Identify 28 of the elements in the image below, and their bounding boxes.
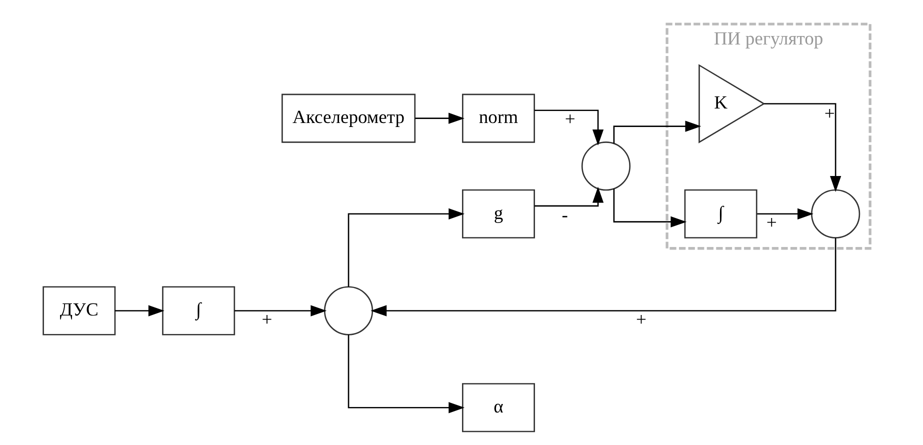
node-circle [323, 286, 373, 336]
arrow [114, 305, 164, 316]
node-box: norm [462, 94, 534, 143]
arrow [612, 120, 701, 144]
edge-label: + [564, 109, 575, 130]
arrow [234, 305, 326, 316]
edge-label: + [766, 212, 776, 234]
arrow [414, 112, 464, 124]
edge-label: + [824, 103, 834, 124]
node-circle [580, 142, 630, 191]
node-box: ДУС [42, 286, 116, 336]
node-circle [810, 189, 860, 238]
node-box: α [462, 383, 534, 432]
arrow [347, 208, 464, 287]
arrow [534, 110, 604, 146]
edge-label: + [261, 310, 272, 331]
node-box: g [462, 189, 534, 238]
arrow [612, 188, 686, 228]
node-box: ∫ [162, 286, 235, 336]
arrow [756, 208, 813, 220]
node-box: Акселерометр [281, 94, 416, 143]
arrow [764, 103, 841, 192]
edge-label: + [636, 310, 646, 331]
arrow [347, 334, 464, 414]
node-box: ∫ [684, 189, 757, 238]
arrow [370, 238, 836, 316]
edge-label: - [561, 204, 568, 226]
arrow [534, 186, 604, 207]
